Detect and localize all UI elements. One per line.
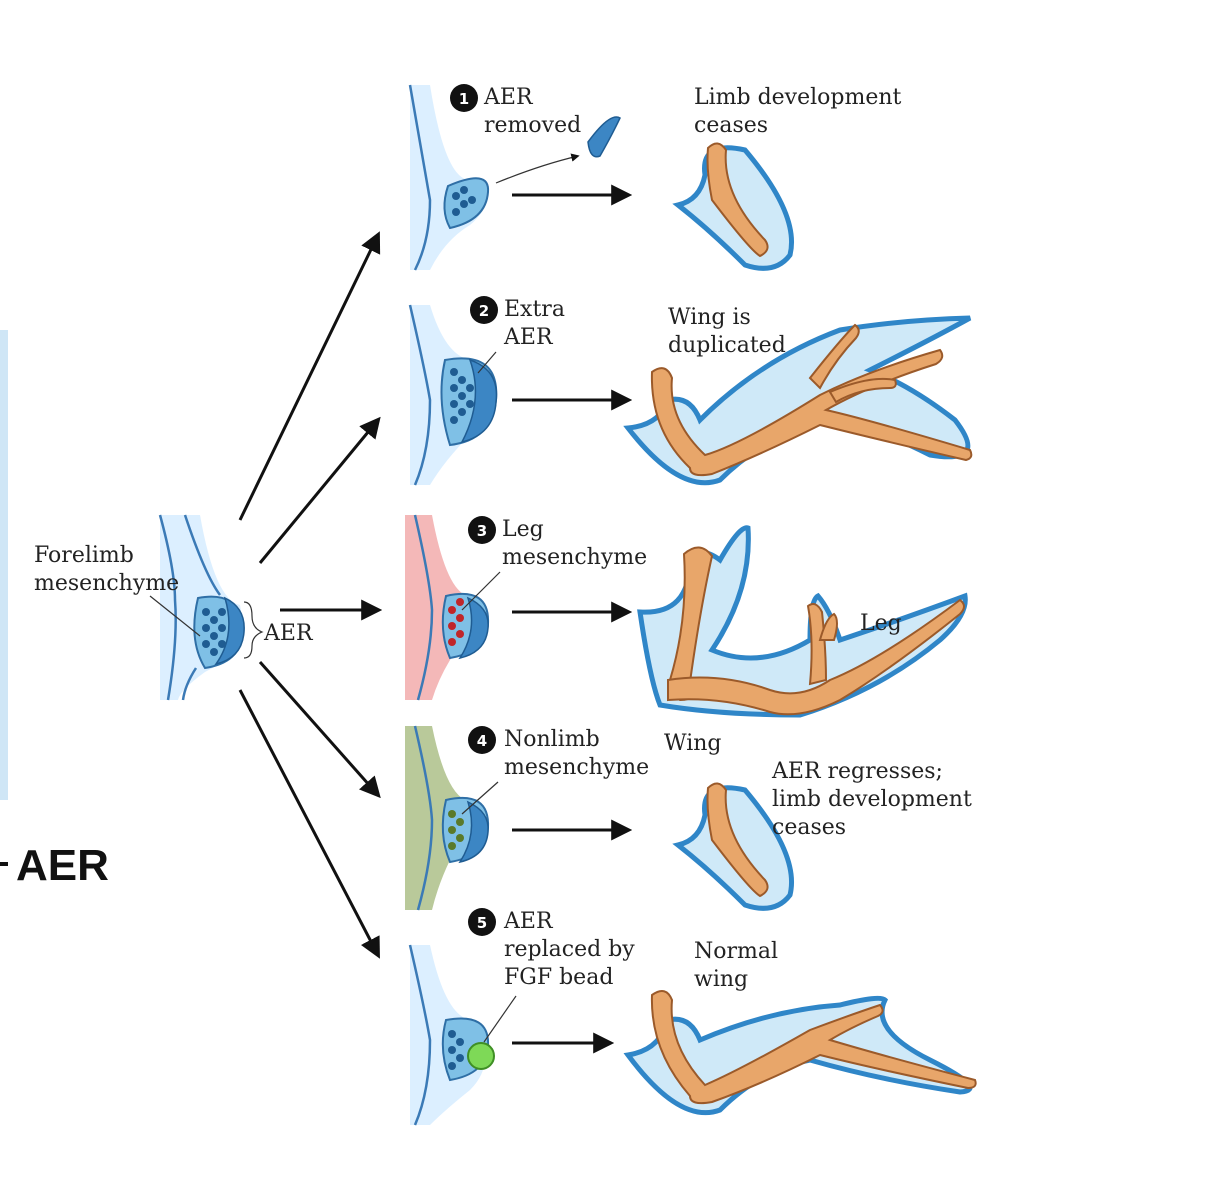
exp3-label: Leg mesenchyme xyxy=(502,517,647,570)
exp4-label: Nonlimb mesenchyme xyxy=(504,727,649,780)
exp2-number: 2 xyxy=(479,302,489,320)
branch-arrows xyxy=(238,231,383,959)
left-edge-strip xyxy=(0,330,8,800)
exp1-label: AER removed xyxy=(483,85,581,138)
exp3-treated-bud xyxy=(405,514,501,701)
experiment-1: 1 AER removed Limb development ceases xyxy=(408,84,908,271)
exp5-number: 5 xyxy=(477,914,487,932)
exp5-result-limb xyxy=(623,990,977,1116)
exp3-number: 3 xyxy=(477,522,487,540)
exp2-result-limb xyxy=(623,315,973,486)
exp4-result-limb xyxy=(672,782,795,911)
forelimb-mesenchyme-label: Forelimb mesenchyme xyxy=(34,543,179,596)
exp5-label: AER replaced by FGF bead xyxy=(503,909,642,990)
aer-label: AER xyxy=(263,621,314,646)
exp4-treated-bud xyxy=(405,725,499,911)
origin-limb-bud xyxy=(158,514,264,701)
exp1-result-limb xyxy=(672,142,795,271)
exp2-label: Extra AER xyxy=(503,297,572,350)
exp1-number: 1 xyxy=(459,90,469,108)
exp5-treated-bud xyxy=(408,944,517,1126)
exp4-number: 4 xyxy=(477,732,487,750)
arrow-to-exp2 xyxy=(258,416,381,564)
arrow-to-exp5 xyxy=(238,689,380,959)
fgf-bead xyxy=(467,1042,495,1070)
exp3-wing-label: Wing xyxy=(664,731,722,756)
exp2-number-badge xyxy=(470,296,498,324)
forelimb-leader-line xyxy=(149,595,201,637)
experiment-4: 4 Nonlimb mesenchyme AER regresses; limb… xyxy=(405,725,979,911)
experiment-5: 5 AER replaced by FGF bead Normal wing xyxy=(408,908,977,1126)
heading-bullet xyxy=(0,862,8,866)
side-heading: AER xyxy=(16,841,109,890)
nonlimb-mesenchyme-fill xyxy=(405,726,465,910)
exp2-result-label: Wing is duplicated xyxy=(668,305,786,358)
exp3-leg-label: Leg xyxy=(860,611,902,636)
exp4-result-label: AER regresses; limb development ceases xyxy=(771,759,979,840)
experiment-3: 3 Leg mesenchyme Leg Wing xyxy=(405,514,968,756)
exp5-result-label: Normal wing xyxy=(694,939,785,992)
exp3-result-limb xyxy=(637,525,968,718)
exp5-number-badge xyxy=(468,908,496,936)
experiment-2: 2 Extra AER Wing is duplicated xyxy=(408,296,973,486)
arrow-to-exp1 xyxy=(238,231,381,521)
exp1-treated-bud xyxy=(408,84,621,271)
exp1-result-label: Limb development ceases xyxy=(694,85,908,138)
exp4-number-badge xyxy=(468,726,496,754)
exp1-number-badge xyxy=(450,84,478,112)
exp3-number-badge xyxy=(468,516,496,544)
removed-aer-fragment xyxy=(587,116,621,158)
arrow-to-exp4 xyxy=(258,661,381,799)
exp2-treated-bud xyxy=(408,304,498,486)
